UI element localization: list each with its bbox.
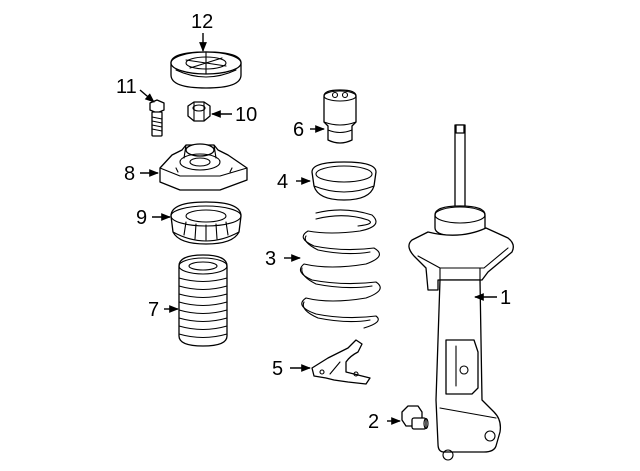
callout-labels: 1 2 3 4 5 6 7 8 9 10 11 12 bbox=[116, 11, 511, 433]
callout-11: 11 bbox=[116, 76, 137, 98]
callout-2: 2 bbox=[368, 411, 379, 433]
bolt-11-part bbox=[149, 99, 165, 137]
mount-cap-part bbox=[170, 51, 242, 89]
leader-11 bbox=[139, 89, 155, 103]
nut-10-part bbox=[187, 101, 211, 122]
callout-7: 7 bbox=[148, 299, 159, 321]
callout-3: 3 bbox=[265, 248, 276, 270]
strut-assembly-part bbox=[408, 124, 514, 461]
callout-12: 12 bbox=[191, 11, 213, 33]
lower-spring-seat-part bbox=[311, 161, 377, 201]
upper-spring-seat-part bbox=[170, 201, 242, 245]
bump-stop-part bbox=[323, 89, 357, 144]
strut-mount-part bbox=[159, 143, 248, 191]
bolt-2-part bbox=[401, 405, 429, 430]
callout-1: 1 bbox=[500, 287, 511, 309]
callout-6: 6 bbox=[293, 119, 304, 141]
callout-5: 5 bbox=[272, 358, 283, 380]
coil-spring-part bbox=[299, 209, 381, 329]
dust-boot-part bbox=[178, 254, 228, 347]
callout-9: 9 bbox=[136, 207, 147, 229]
callout-4: 4 bbox=[277, 171, 288, 193]
bracket-part bbox=[311, 339, 371, 385]
callout-10: 10 bbox=[235, 104, 257, 126]
leader-lines bbox=[139, 33, 497, 425]
callout-8: 8 bbox=[124, 163, 135, 185]
